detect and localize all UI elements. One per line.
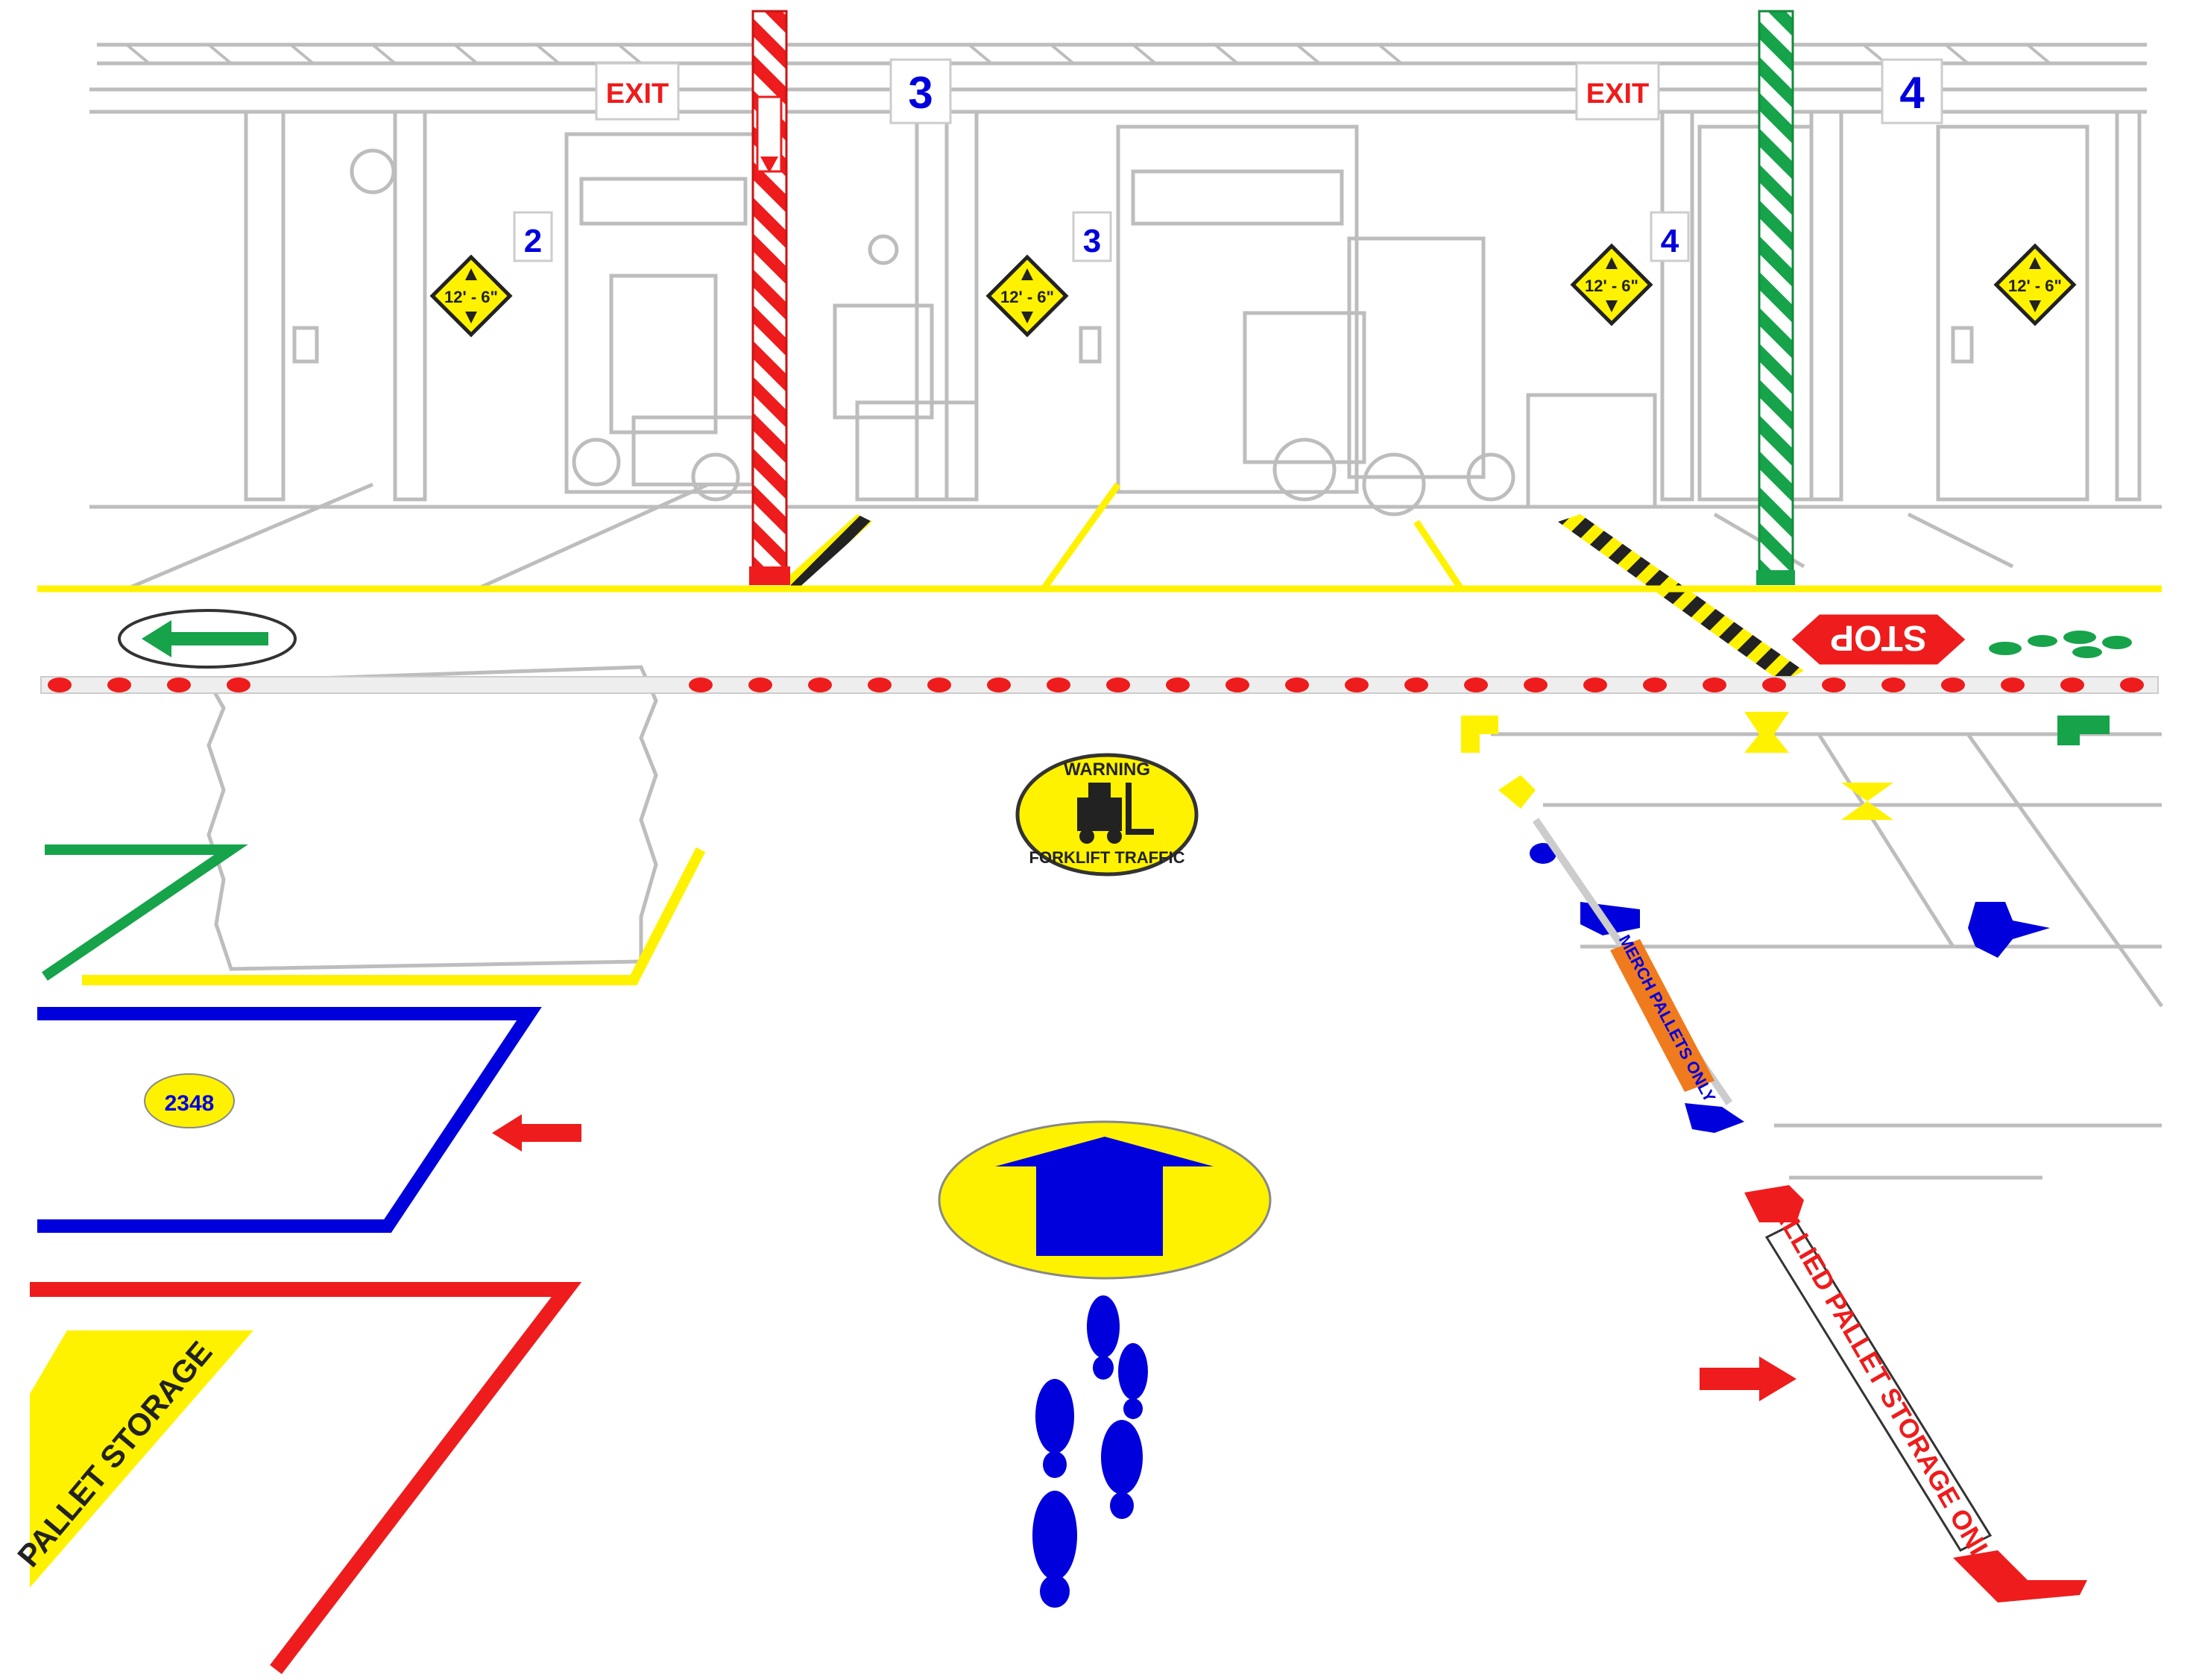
- exit-sign-left: EXIT: [595, 62, 680, 121]
- door-number-4: 4: [1650, 211, 1690, 262]
- merch-pallets-label: MERCH PALLETS ONLY: [1610, 932, 1720, 1105]
- clearance-sign-2: 12' - 6": [985, 254, 1069, 338]
- svg-text:12' - 6": 12' - 6": [1000, 288, 1054, 306]
- clearance-sign-4: 12' - 6": [1993, 243, 2077, 326]
- right-blue-corners: [1530, 843, 2050, 1133]
- right-green-corner: [2057, 716, 2110, 745]
- svg-text:2: 2: [524, 223, 542, 259]
- svg-text:ALLIED PALLET STORAGE ONLY: ALLIED PALLET STORAGE ONLY: [1767, 1197, 2006, 1581]
- svg-text:3: 3: [908, 68, 933, 118]
- warning-forklift-traffic-sign: WARNING FORKLIFT TRAFFIC: [1015, 753, 1199, 877]
- red-pallet-boundary: [30, 1282, 582, 1675]
- svg-text:12' - 6": 12' - 6": [1585, 277, 1638, 295]
- svg-text:12' - 6": 12' - 6": [444, 288, 498, 306]
- hazard-stripe-left: [783, 514, 872, 589]
- door-number-2: 2: [513, 211, 553, 262]
- arrow-right-icon: [1700, 1357, 1796, 1401]
- bay-number-sign-4: 4: [1881, 58, 1943, 124]
- allied-pallet-label: ALLIED PALLET STORAGE ONLY: [1764, 1197, 2006, 1581]
- arrow-up-icon: [938, 1120, 1272, 1280]
- bay-number-sign-3: 3: [889, 58, 952, 124]
- svg-text:2348: 2348: [165, 1091, 215, 1116]
- clearance-sign-1: 12' - 6": [429, 254, 513, 338]
- door-number-3: 3: [1072, 211, 1112, 262]
- svg-text:EXIT: EXIT: [1586, 78, 1649, 110]
- svg-text:FORKLIFT TRAFFIC: FORKLIFT TRAFFIC: [1029, 848, 1185, 867]
- hazard-stripe-right: [1558, 514, 1804, 682]
- svg-text:3: 3: [1083, 223, 1101, 259]
- svg-text:STOP: STOP: [1830, 618, 1927, 657]
- warehouse-sketch: [89, 42, 2164, 1180]
- svg-text:12' - 6": 12' - 6": [2008, 277, 2062, 295]
- svg-text:WARNING: WARNING: [1064, 760, 1150, 780]
- svg-text:4: 4: [1899, 68, 1925, 118]
- exit-sign-right: EXIT: [1575, 62, 1660, 121]
- stop-sign-icon: STOP: [1786, 610, 1971, 669]
- arrow-left-icon: [118, 609, 297, 669]
- right-yellow-corners: [1461, 712, 1893, 820]
- blue-pallet-boundary: [37, 1007, 542, 1233]
- arrow-left-icon: [492, 1114, 581, 1152]
- yellow-pallet-boundary: [82, 847, 706, 985]
- svg-text:4: 4: [1661, 223, 1679, 259]
- pallet-storage-label: PALLET STORAGE: [10, 1330, 253, 1588]
- clearance-sign-3: 12' - 6": [1570, 243, 1653, 326]
- green-dots: [1989, 631, 2132, 658]
- green-boundary-line: [42, 844, 248, 981]
- dock-yellow-lines: [37, 482, 2162, 593]
- svg-text:EXIT: EXIT: [606, 78, 669, 110]
- green-hazard-post: [1758, 10, 1794, 583]
- right-red-corners: [1744, 1185, 2087, 1602]
- svg-text:MERCH PALLETS ONLY: MERCH PALLETS ONLY: [1615, 932, 1720, 1105]
- forklift-icon: [1077, 783, 1154, 844]
- pedestrian-dotted-line: [40, 676, 2159, 694]
- footprints-icon: [1032, 1295, 1148, 1608]
- fire-extinguisher-icon: [756, 95, 783, 173]
- location-tag: 2348: [144, 1073, 235, 1128]
